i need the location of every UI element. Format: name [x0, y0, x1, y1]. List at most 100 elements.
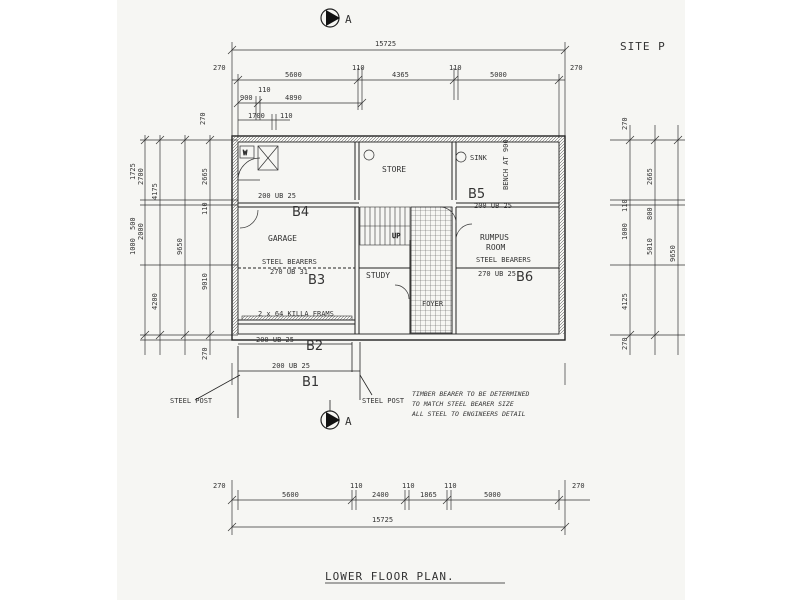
room-label-foyer: FOYER — [422, 300, 444, 308]
drawing-title: LOWER FLOOR PLAN. — [325, 570, 505, 584]
wc-label: W — [243, 149, 248, 157]
steel-post-right: STEEL POST — [362, 397, 405, 405]
svg-text:110: 110 — [350, 482, 363, 490]
svg-text:110: 110 — [280, 112, 293, 120]
right-dimension-labels: 270 2665 110 1000 5010 4125 9650 270 800 — [621, 117, 677, 350]
top-dimensions — [227, 42, 570, 138]
joist-note: 2 x 64 KILLA FRAMS — [258, 310, 334, 318]
building-walls — [231, 135, 566, 341]
right-dimensions — [610, 125, 685, 355]
svg-text:4890: 4890 — [285, 94, 302, 102]
svg-text:1000: 1000 — [129, 238, 137, 255]
annotations: STEEL BEARERS STEEL BEARERS 2 x 64 KILLA… — [170, 256, 531, 418]
svg-text:110: 110 — [621, 199, 629, 212]
left-dimension-labels: 270 2665 110 9010 270 9650 1725 2700 417… — [129, 112, 209, 360]
svg-text:110: 110 — [402, 482, 415, 490]
svg-text:4365: 4365 — [392, 71, 409, 79]
beam-b2: B2 — [306, 339, 323, 354]
stair-up-label: UP — [392, 232, 400, 240]
room-label-store: STORE — [382, 165, 406, 174]
site-plan-title: SITE P — [620, 40, 666, 53]
bottom-dimensions — [227, 363, 590, 535]
svg-text:1700: 1700 — [248, 112, 265, 120]
beam-labels: B1 200 UB 25 B2 200 UB 25 B3 270 UB 31 B… — [256, 187, 533, 390]
svg-text:270: 270 — [213, 482, 226, 490]
svg-text:5000: 5000 — [490, 71, 507, 79]
svg-text:270: 270 — [201, 347, 209, 360]
beam-b1-size: 200 UB 25 — [272, 362, 310, 370]
note-line-1: TIMBER BEARER TO BE DETERMINED — [412, 390, 529, 398]
beam-b4: B4 — [292, 205, 309, 220]
beam-b5: B5 — [468, 187, 485, 202]
svg-text:2665: 2665 — [201, 168, 209, 185]
steel-bearers-right: STEEL BEARERS — [476, 256, 531, 264]
svg-text:5600: 5600 — [282, 491, 299, 499]
beam-b6: B6 — [516, 270, 533, 285]
svg-text:2665: 2665 — [646, 168, 654, 185]
svg-text:270: 270 — [199, 112, 207, 125]
door-swings — [237, 157, 473, 300]
section-marker-label: A — [345, 415, 353, 428]
beam-b1: B1 — [302, 375, 319, 390]
svg-text:110: 110 — [201, 202, 209, 215]
beam-b4-size: 200 UB 25 — [258, 192, 296, 200]
room-label-study: STUDY — [366, 271, 390, 280]
note-line-2: TO MATCH STEEL BEARER SIZE — [412, 400, 514, 408]
left-dimensions — [140, 135, 238, 355]
section-marker-bottom: A — [320, 400, 353, 430]
svg-text:4200: 4200 — [151, 293, 159, 310]
svg-text:9650: 9650 — [669, 245, 677, 262]
steel-post-left: STEEL POST — [170, 397, 213, 405]
svg-text:110: 110 — [444, 482, 457, 490]
svg-text:4175: 4175 — [151, 183, 159, 200]
svg-text:270: 270 — [572, 482, 585, 490]
svg-text:9010: 9010 — [201, 273, 209, 290]
svg-text:110: 110 — [352, 64, 365, 72]
beam-b3-size: 270 UB 31 — [270, 268, 308, 276]
svg-text:15725: 15725 — [372, 516, 393, 524]
svg-text:800: 800 — [646, 207, 654, 220]
beam-b5-size: 200 UB 25 — [474, 202, 512, 210]
beam-b3: B3 — [308, 273, 325, 288]
svg-text:5000: 5000 — [484, 491, 501, 499]
svg-text:110: 110 — [258, 86, 271, 94]
room-label-garage: GARAGE — [268, 234, 297, 243]
bottom-dimension-labels: 270 5600 110 2400 110 1865 110 5000 270 … — [213, 482, 585, 524]
svg-text:5600: 5600 — [285, 71, 302, 79]
svg-text:900: 900 — [240, 94, 253, 102]
bathroom-fixtures: W — [239, 145, 467, 171]
svg-text:1725: 1725 — [129, 163, 137, 180]
beam-b2-size: 200 UB 25 — [256, 336, 294, 344]
beam-b6-size: 270 UB 25 — [478, 270, 516, 278]
svg-text:15725: 15725 — [375, 40, 396, 48]
room-label-rumpus: RUMPUS — [480, 233, 509, 242]
garage-joist-strip — [241, 315, 353, 321]
section-marker-top: A — [320, 8, 353, 28]
steel-bearers-left: STEEL BEARERS — [262, 258, 317, 266]
svg-text:270: 270 — [213, 64, 226, 72]
svg-text:1000: 1000 — [621, 223, 629, 240]
svg-text:2700: 2700 — [137, 168, 145, 185]
bench-label: BENCH AT 900 — [502, 139, 510, 190]
room-labels: STORE GARAGE RUMPUS ROOM STUDY FOYER SIN… — [268, 139, 510, 308]
svg-text:9650: 9650 — [176, 238, 184, 255]
room-label-sink: SINK — [470, 154, 488, 162]
svg-text:270: 270 — [570, 64, 583, 72]
foyer-tiled-floor — [410, 206, 453, 334]
svg-text:LOWER FLOOR PLAN.: LOWER FLOOR PLAN. — [325, 570, 455, 583]
svg-text:270: 270 — [621, 337, 629, 350]
staircase: UP — [359, 206, 411, 246]
room-label-room: ROOM — [486, 243, 505, 252]
beam-lines — [194, 342, 373, 418]
svg-text:2000: 2000 — [137, 223, 145, 240]
svg-text:110: 110 — [449, 64, 462, 72]
svg-text:500: 500 — [129, 217, 137, 230]
top-dimension-labels: 15725 270 5600 110 4365 110 5000 270 900… — [213, 40, 583, 120]
svg-text:5010: 5010 — [646, 238, 654, 255]
svg-text:2400: 2400 — [372, 491, 389, 499]
note-line-3: ALL STEEL TO ENGINEERS DETAIL — [411, 410, 526, 418]
section-marker-label: A — [345, 13, 353, 26]
svg-text:1865: 1865 — [420, 491, 437, 499]
svg-text:270: 270 — [621, 117, 629, 130]
